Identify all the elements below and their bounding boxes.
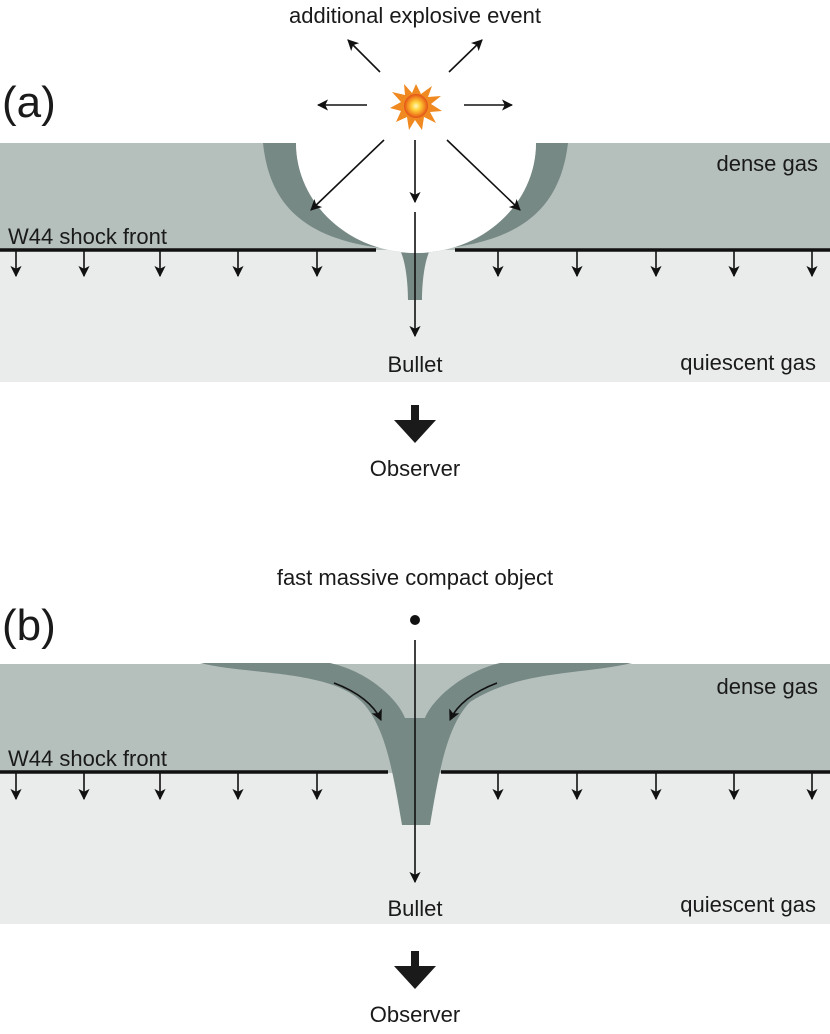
panel-a: (a) additional explosive event dense gas… xyxy=(0,3,830,481)
inflow-arrow-right xyxy=(449,682,498,722)
blast-arrow xyxy=(310,139,385,211)
explosion-arrows xyxy=(310,39,521,338)
bullet-label: Bullet xyxy=(387,352,442,377)
blast-arrow xyxy=(448,39,483,73)
cavity-top-clear xyxy=(296,120,536,144)
panel-b-label: (b) xyxy=(2,601,56,650)
shock-arrows xyxy=(10,773,818,801)
shock-front-label: W44 shock front xyxy=(8,224,167,249)
quiescent-gas-label: quiescent gas xyxy=(680,350,816,375)
observer-arrow xyxy=(394,420,436,443)
event-label: additional explosive event xyxy=(289,3,541,28)
observer-arrow xyxy=(394,966,436,989)
wake-and-bullet xyxy=(200,663,632,825)
observer-arrow-stem xyxy=(411,951,419,967)
observer-label: Observer xyxy=(370,456,460,481)
panel-a-label: (a) xyxy=(2,78,56,127)
dense-gas-label: dense gas xyxy=(716,674,818,699)
observer-arrow-stem xyxy=(411,405,419,421)
inflow-arrow-left xyxy=(333,682,382,722)
shock-arrows xyxy=(10,251,818,278)
dense-gas-label: dense gas xyxy=(716,151,818,176)
compact-object-dot xyxy=(410,615,420,625)
compact-object-label: fast massive compact object xyxy=(277,565,553,590)
blast-arrow xyxy=(446,139,521,211)
observer-label: Observer xyxy=(370,1002,460,1027)
bullet-label: Bullet xyxy=(387,896,442,921)
panel-b: (b) fast massive compact object dense ga… xyxy=(0,565,830,1027)
quiescent-gas-label: quiescent gas xyxy=(680,892,816,917)
shock-front-label: W44 shock front xyxy=(8,746,167,771)
blast-arrow xyxy=(347,39,381,73)
explosion-icon xyxy=(390,84,442,130)
